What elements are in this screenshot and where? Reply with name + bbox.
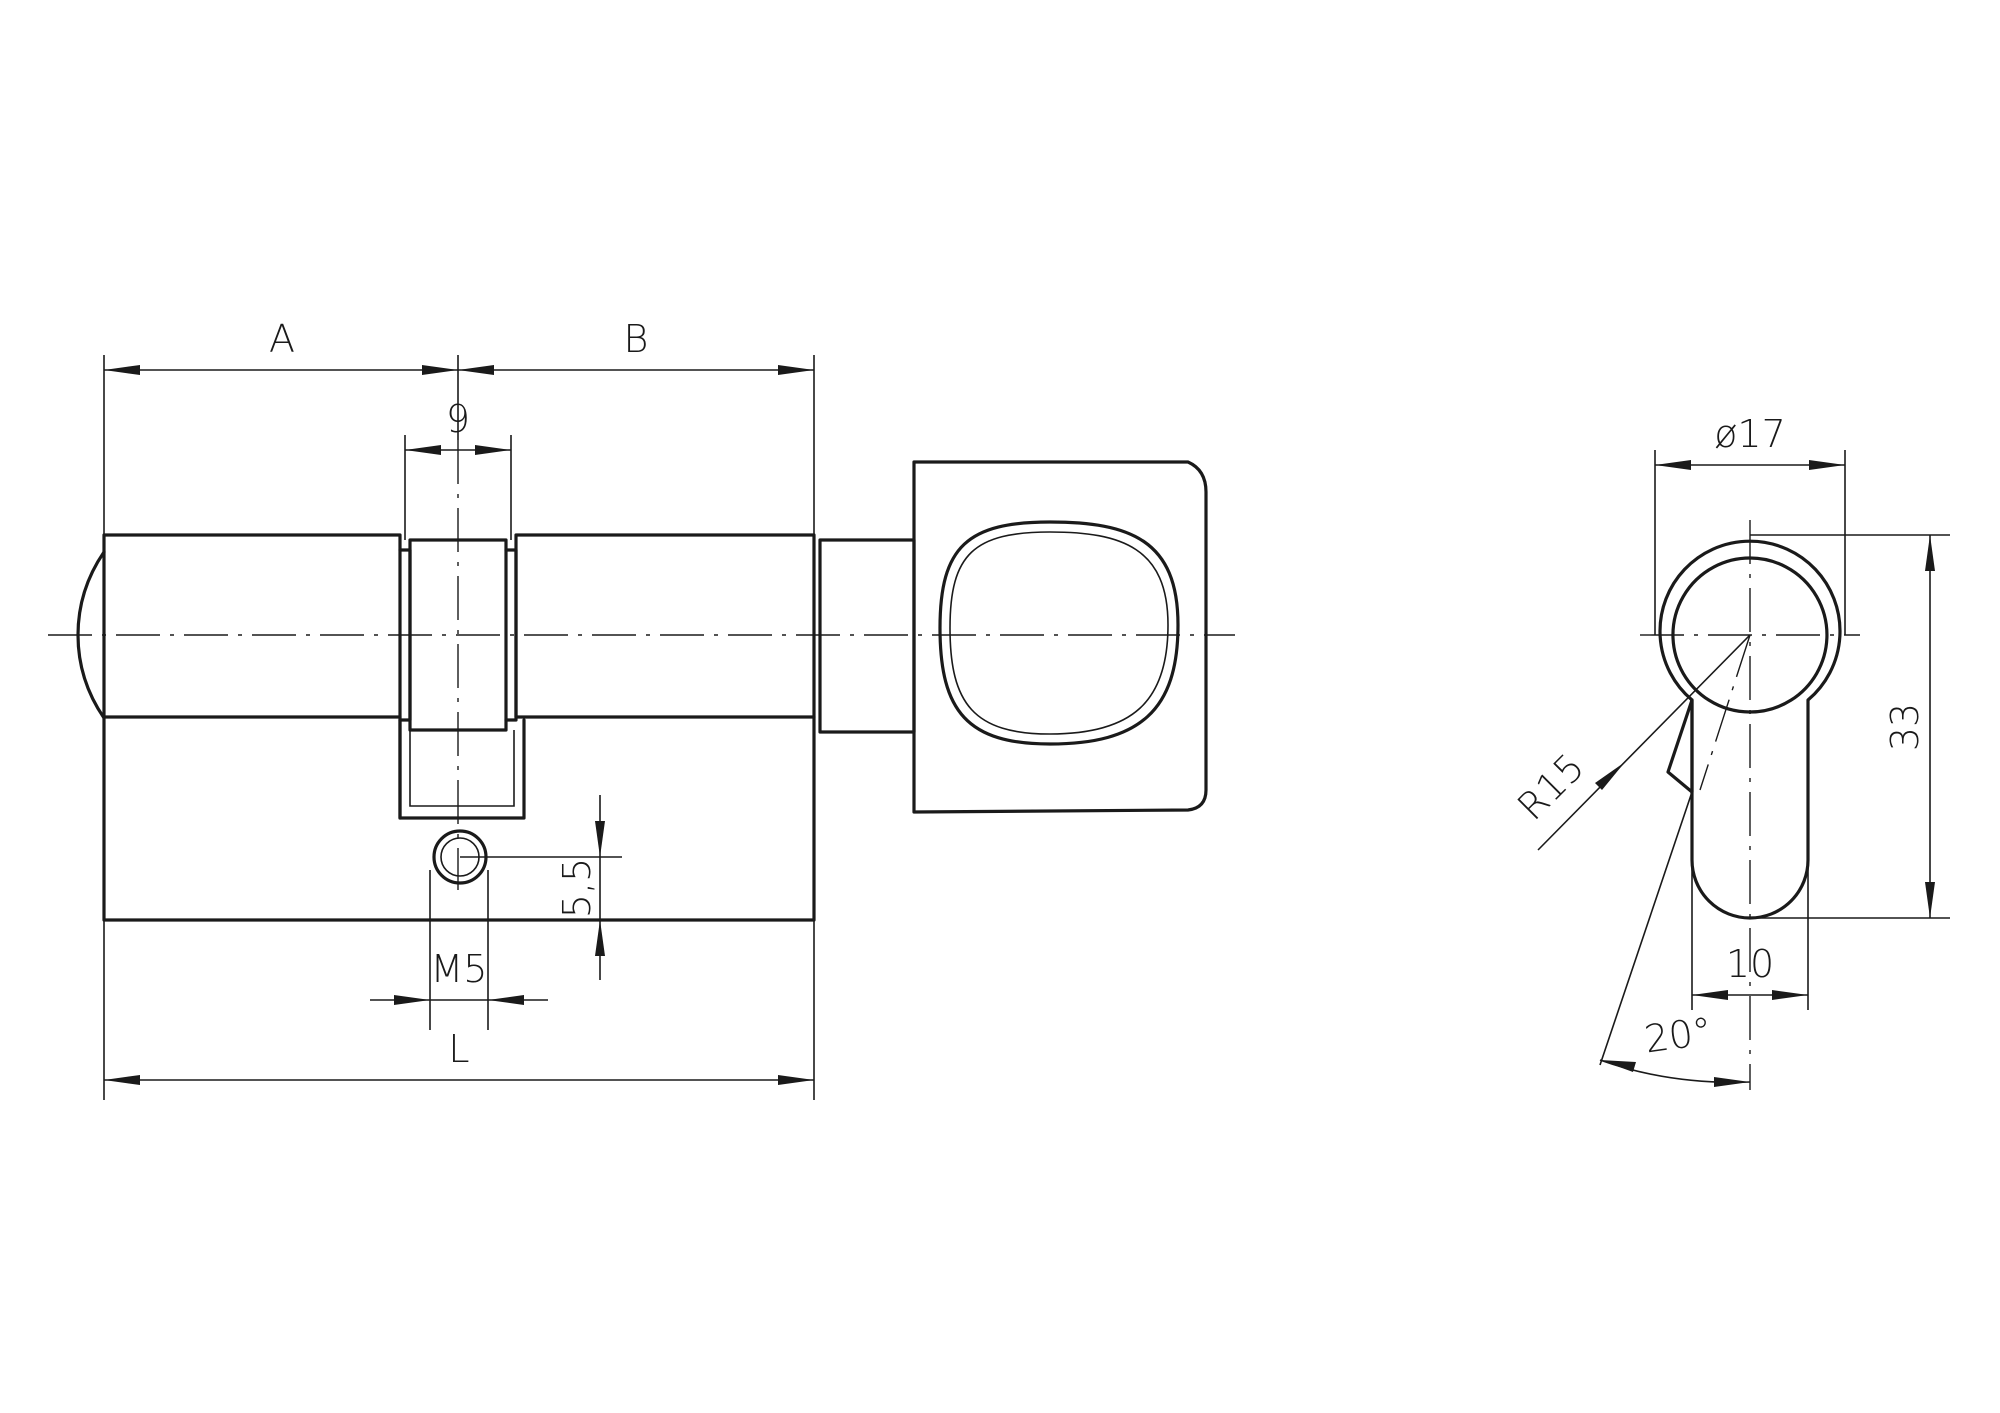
left-cylinder-upper	[102, 533, 402, 719]
dim-33-arrow-bottom	[1925, 882, 1935, 918]
label-10: 10	[1726, 942, 1774, 986]
label-m5: M5	[431, 947, 488, 991]
slot-flap	[1666, 698, 1694, 794]
dim-b-arrow-right	[778, 365, 814, 375]
dim-l-arrow-right	[778, 1075, 814, 1085]
dim-9-arrow-left	[405, 445, 441, 455]
cam-body	[408, 538, 508, 732]
angle-line	[1599, 791, 1693, 1066]
cam-lower-inner	[409, 730, 515, 807]
right-cylinder-upper	[514, 533, 816, 719]
label-a: A	[269, 317, 295, 361]
label-d17: ø17	[1714, 412, 1786, 456]
label-55: 5,5	[555, 858, 599, 918]
label-33: 33	[1883, 703, 1927, 751]
profile-outer	[1658, 539, 1842, 920]
label-r15: R15	[1509, 745, 1593, 829]
dim-d17-arrow-left	[1655, 460, 1691, 470]
front-view: A B 9 M5 5,5 L	[48, 317, 1235, 1100]
label-9: 9	[446, 397, 470, 441]
dim-m5-arrow-right	[488, 995, 524, 1005]
profile-inner-ring	[1671, 556, 1829, 714]
dim-9-arrow-right	[475, 445, 511, 455]
dim-33-arrow-top	[1925, 535, 1935, 571]
knob-shaft	[818, 538, 916, 734]
knob-grip-outer	[938, 520, 1180, 746]
dim-a-arrow-left	[104, 365, 140, 375]
dim-55-arrow-top	[595, 821, 605, 857]
dim-m5-arrow-left	[394, 995, 430, 1005]
angle-arrow-right	[1714, 1077, 1750, 1087]
dim-l-arrow-left	[104, 1075, 140, 1085]
cam-lower-slot	[398, 718, 526, 820]
radius-line	[1537, 634, 1751, 851]
dim-10-arrow-right	[1772, 990, 1808, 1000]
angle-arrow-left	[1600, 1060, 1636, 1072]
label-b: B	[624, 317, 649, 361]
label-l: L	[448, 1027, 469, 1071]
side-view: ø17 33 10 R15 20°	[1509, 412, 1950, 1090]
knob-grip-inner	[949, 531, 1169, 735]
thumb-turn-knob	[912, 460, 1208, 814]
dim-10-arrow-left	[1692, 990, 1728, 1000]
radius-dashed	[1699, 634, 1751, 791]
dim-d17-arrow-right	[1809, 460, 1845, 470]
dim-b-arrow-left	[458, 365, 494, 375]
left-cap	[76, 550, 106, 720]
label-20deg: 20°	[1642, 1009, 1715, 1062]
dim-a-arrow-right	[422, 365, 458, 375]
dim-55-arrow-bottom	[595, 920, 605, 956]
radius-arrow	[1595, 762, 1625, 790]
